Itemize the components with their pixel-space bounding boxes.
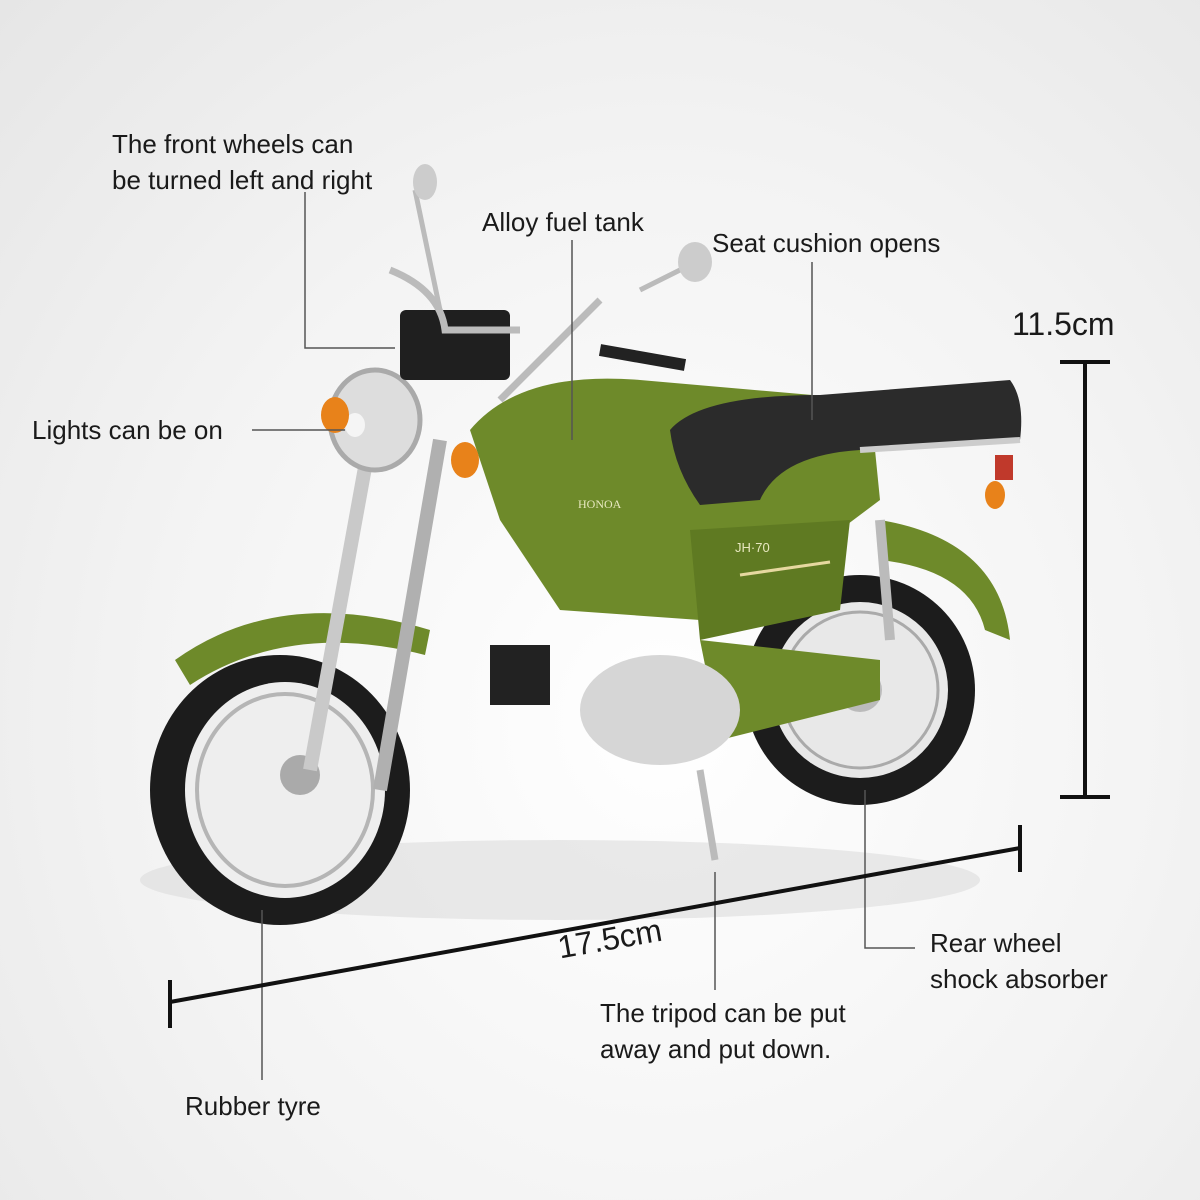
height-label: 11.5cm bbox=[1012, 306, 1115, 342]
callout-text: shock absorber bbox=[930, 964, 1108, 994]
height-dimension-line bbox=[1060, 360, 1110, 799]
front-wheel bbox=[150, 655, 410, 925]
callout-front-wheels: The front wheels can be turned left and … bbox=[112, 126, 372, 198]
callout-tripod: The tripod can be put away and put down. bbox=[600, 995, 846, 1067]
callout-tyre: Rubber tyre bbox=[185, 1091, 321, 1121]
callout-text: The tripod can be put bbox=[600, 998, 846, 1028]
callout-text: The front wheels can bbox=[112, 129, 354, 159]
callout-text: be turned left and right bbox=[112, 165, 373, 195]
length-dimension-line bbox=[168, 825, 1022, 1028]
callout-lights: Lights can be on bbox=[32, 415, 223, 445]
callout-text: Rear wheel bbox=[930, 928, 1062, 958]
model-badge: JH·70 bbox=[735, 540, 770, 555]
tank-logo: HONOA bbox=[578, 497, 622, 511]
callout-rear-shock: Rear wheel shock absorber bbox=[930, 925, 1108, 997]
callout-fuel-tank: Alloy fuel tank bbox=[482, 207, 644, 237]
callout-seat: Seat cushion opens bbox=[712, 228, 941, 258]
callout-text: away and put down. bbox=[600, 1034, 832, 1064]
